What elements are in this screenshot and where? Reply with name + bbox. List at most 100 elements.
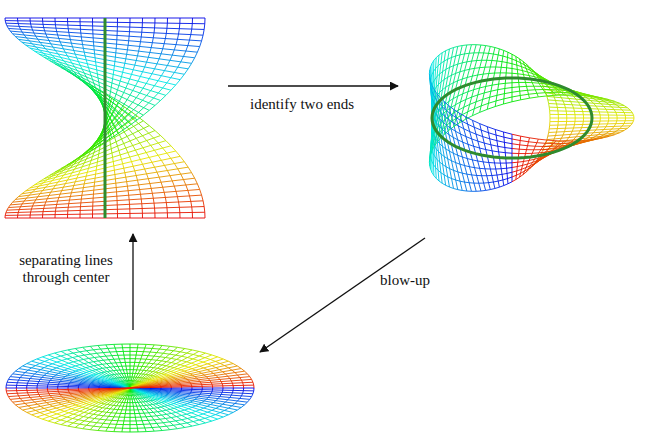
- moebius-band-line: [483, 73, 489, 75]
- helicoid-surface-line: [176, 151, 180, 156]
- moebius-band-line: [504, 142, 512, 143]
- helicoid-surface-line: [71, 189, 72, 193]
- moebius-band-line: [512, 100, 521, 102]
- helicoid-surface-line: [135, 150, 138, 155]
- blown-up-disk-line: [125, 384, 127, 385]
- moebius-band-line: [471, 191, 476, 192]
- moebius-band-line: [437, 123, 439, 126]
- helicoid-surface-line: [119, 135, 121, 139]
- helicoid-surface-line: [136, 93, 139, 98]
- moebius-band-line: [458, 79, 463, 81]
- helicoid-surface-line: [138, 124, 143, 129]
- helicoid-surface-line: [139, 190, 141, 195]
- moebius-band-line: [522, 168, 527, 170]
- helicoid-surface-line: [161, 182, 163, 187]
- moebius-band-line: [517, 165, 522, 166]
- helicoid-surface-line: [24, 35, 26, 38]
- moebius-band-line: [505, 82, 512, 84]
- helicoid-surface-line: [132, 70, 134, 75]
- helicoid-surface-line: [133, 65, 135, 70]
- moebius-band-line: [563, 132, 564, 135]
- moebius-band-line: [448, 159, 452, 161]
- moebius-band-line: [458, 172, 462, 173]
- moebius-band-line: [435, 113, 437, 116]
- moebius-band-line: [455, 131, 460, 134]
- helicoid-surface-line: [55, 169, 61, 172]
- moebius-band-line: [565, 125, 567, 128]
- helicoid-surface-line: [42, 21, 43, 24]
- helicoid-surface-line: [143, 67, 145, 72]
- moebius-band-line: [466, 137, 472, 139]
- moebius-band-line: [444, 102, 449, 106]
- moebius-band-line: [600, 118, 601, 121]
- moebius-band-line: [594, 99, 598, 101]
- helicoid-surface-line: [77, 58, 79, 62]
- helicoid-surface-line: [190, 196, 191, 202]
- helicoid-surface-line: [126, 83, 128, 88]
- helicoid-surface-line: [67, 22, 68, 26]
- moebius-band-line: [435, 120, 437, 123]
- moebius-band-line: [439, 53, 442, 55]
- moebius-band-line: [549, 111, 550, 115]
- moebius-band-line: [517, 69, 522, 70]
- helicoid-surface-line: [116, 35, 117, 39]
- helicoid-surface-line: [30, 48, 34, 51]
- moebius-band-line: [497, 60, 502, 62]
- moebius-band-line: [462, 190, 467, 192]
- blown-up-disk-line: [121, 389, 122, 390]
- moebius-band-line: [432, 140, 434, 143]
- helicoid-surface-line: [98, 82, 100, 86]
- moebius-band-line: [585, 94, 591, 96]
- moebius-band-line: [603, 98, 609, 99]
- moebius-band-line: [622, 110, 624, 113]
- moebius-band-line: [490, 139, 497, 141]
- moebius-band-line: [501, 67, 506, 68]
- helicoid-surface-line: [121, 111, 125, 115]
- helicoid-surface-line: [15, 37, 18, 40]
- helicoid-surface-line: [63, 49, 65, 53]
- blown-up-disk-line: [149, 389, 150, 390]
- blown-up-disk-line: [120, 386, 121, 387]
- moebius-band-line: [565, 108, 567, 111]
- moebius-band-line: [456, 118, 462, 121]
- helicoid-surface-line: [61, 166, 66, 170]
- moebius-band-line: [437, 160, 440, 163]
- helicoid-surface-line: [155, 64, 157, 69]
- helicoid-surface-line: [121, 104, 124, 108]
- moebius-band-line: [620, 126, 623, 129]
- moebius-band-line: [449, 83, 453, 85]
- moebius-band-line: [495, 48, 499, 49]
- moebius-band-line: [560, 95, 562, 98]
- moebius-band-line: [549, 107, 550, 111]
- helicoid-surface-line: [94, 182, 95, 186]
- helicoid-surface-line: [136, 138, 139, 143]
- moebius-band-line: [429, 67, 431, 70]
- moebius-band-line: [440, 144, 443, 147]
- blown-up-disk-line: [138, 390, 139, 391]
- moebius-band-line: [582, 108, 583, 111]
- helicoid-surface-line: [171, 158, 175, 163]
- helicoid-surface-line: [112, 110, 114, 114]
- moebius-band-line: [503, 132, 512, 134]
- helicoid-surface-line: [115, 53, 116, 57]
- moebius-band-line: [612, 107, 614, 110]
- moebius-band-line: [591, 101, 594, 104]
- moebius-band-line: [460, 70, 465, 71]
- moebius-band-line: [525, 65, 529, 67]
- moebius-band-line: [528, 145, 536, 147]
- helicoid-surface-line: [167, 213, 168, 218]
- helicoid-surface-line: [56, 32, 58, 35]
- helicoid-surface-line: [129, 129, 133, 134]
- blown-up-disk-line: [147, 391, 149, 392]
- helicoid-surface-line: [93, 38, 94, 42]
- moebius-band-line: [448, 75, 452, 77]
- blown-up-disk-line: [119, 388, 120, 389]
- helicoid-surface-line: [151, 188, 152, 193]
- helicoid-surface-line: [80, 214, 81, 218]
- helicoid-surface-line: [142, 18, 143, 23]
- moebius-band-line: [431, 169, 432, 172]
- helicoid-surface-line: [47, 37, 49, 40]
- blown-up-disk: [6, 344, 254, 432]
- helicoid-surface-line: [116, 192, 117, 196]
- moebius-band-line: [485, 168, 490, 169]
